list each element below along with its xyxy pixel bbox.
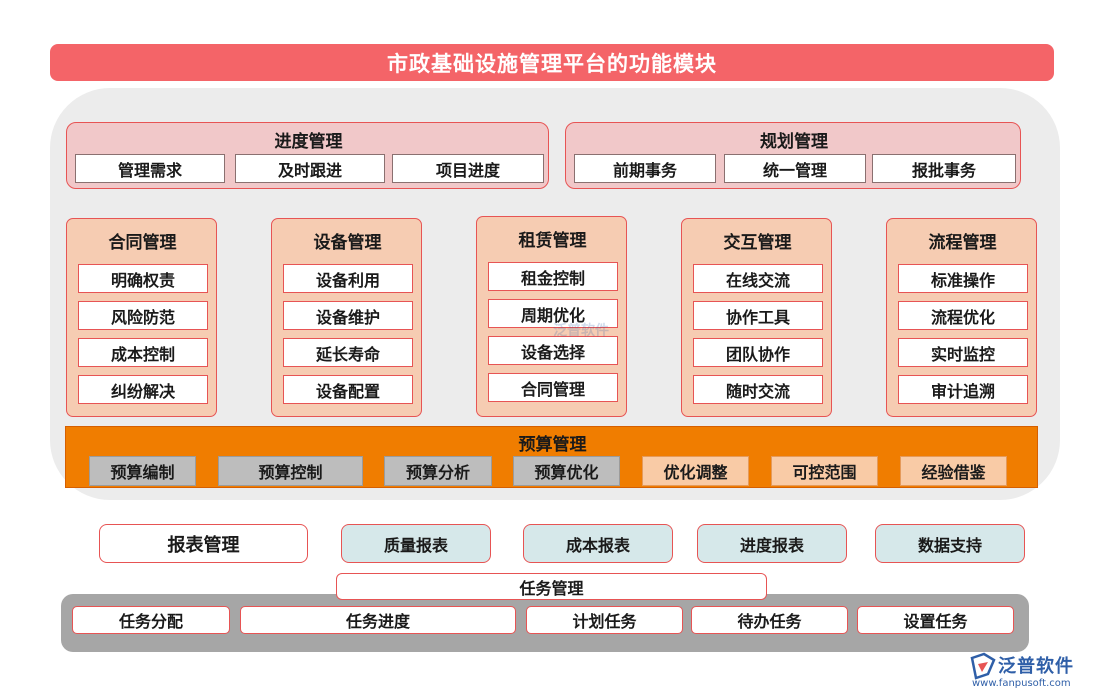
task-item: 任务进度 [240, 606, 516, 634]
planning-management-group: 规划管理 前期事务 统一管理 报批事务 [565, 122, 1021, 189]
budget-item: 优化调整 [642, 456, 749, 486]
report-item: 数据支持 [875, 524, 1025, 563]
contract-management-column: 合同管理 明确权责 风险防范 成本控制 纠纷解决 [66, 218, 217, 417]
equipment-management-column: 设备管理 设备利用 设备维护 延长寿命 设备配置 [271, 218, 422, 417]
progress-item: 项目进度 [392, 154, 544, 183]
planning-item: 报批事务 [872, 154, 1016, 183]
task-item: 计划任务 [526, 606, 683, 634]
column-item: 流程优化 [898, 301, 1028, 330]
planning-management-title: 规划管理 [760, 131, 828, 152]
title-banner: 市政基础设施管理平台的功能模块 [50, 44, 1054, 81]
report-item: 质量报表 [341, 524, 491, 563]
column-item: 风险防范 [78, 301, 208, 330]
brand-logo: 泛普软件 www.fanpusoft.com [968, 652, 1094, 696]
budget-item: 可控范围 [771, 456, 878, 486]
column-item: 标准操作 [898, 264, 1028, 293]
column-item: 合同管理 [488, 373, 618, 402]
progress-item: 管理需求 [75, 154, 225, 183]
budget-item: 预算分析 [384, 456, 492, 486]
column-item: 明确权责 [78, 264, 208, 293]
column-title: 交互管理 [723, 232, 792, 253]
column-item: 设备配置 [283, 375, 413, 404]
budget-item: 预算优化 [513, 456, 620, 486]
budget-item: 预算控制 [218, 456, 363, 486]
task-management-panel: 任务分配 任务进度 计划任务 待办任务 设置任务 [61, 594, 1029, 652]
column-title: 设备管理 [313, 232, 382, 253]
column-title: 合同管理 [108, 232, 177, 253]
column-item: 设备维护 [283, 301, 413, 330]
leasing-management-column: 租赁管理 租金控制 周期优化 设备选择 合同管理 [476, 216, 627, 417]
watermark-text: 泛普软件 [553, 323, 609, 339]
column-title: 流程管理 [928, 232, 997, 253]
task-item: 待办任务 [691, 606, 848, 634]
progress-management-title: 进度管理 [274, 131, 343, 152]
column-item: 协作工具 [693, 301, 823, 330]
column-item: 设备选择 [488, 336, 618, 365]
column-item: 团队协作 [693, 338, 823, 367]
budget-item: 预算编制 [89, 456, 196, 486]
column-item: 周期优化 [488, 299, 618, 328]
brand-mark-icon [970, 652, 996, 680]
task-item: 设置任务 [857, 606, 1014, 634]
column-item: 纠纷解决 [78, 375, 208, 404]
column-item: 成本控制 [78, 338, 208, 367]
report-item: 进度报表 [697, 524, 847, 563]
process-management-column: 流程管理 标准操作 流程优化 实时监控 审计追溯 [886, 218, 1037, 417]
budget-item: 经验借鉴 [900, 456, 1007, 486]
column-item: 随时交流 [693, 375, 823, 404]
column-item: 设备利用 [283, 264, 413, 293]
budget-management-panel: 预算管理 预算编制 预算控制 预算分析 预算优化 优化调整 可控范围 经验借鉴 [65, 426, 1038, 488]
brand-name: 泛普软件 [998, 656, 1074, 677]
column-item: 审计追溯 [898, 375, 1028, 404]
progress-management-group: 进度管理 管理需求 及时跟进 项目进度 [66, 122, 549, 189]
task-item: 任务分配 [72, 606, 230, 634]
interaction-management-column: 交互管理 在线交流 协作工具 团队协作 随时交流 [681, 218, 832, 417]
column-item: 租金控制 [488, 262, 618, 291]
brand-url: www.fanpusoft.com [972, 678, 1071, 689]
column-item: 延长寿命 [283, 338, 413, 367]
planning-item: 前期事务 [574, 154, 716, 183]
progress-item: 及时跟进 [235, 154, 385, 183]
page-title: 市政基础设施管理平台的功能模块 [387, 51, 717, 76]
column-item: 实时监控 [898, 338, 1028, 367]
report-item: 成本报表 [523, 524, 673, 563]
planning-item: 统一管理 [724, 154, 866, 183]
report-management-box: 报表管理 [99, 524, 308, 563]
column-title: 租赁管理 [518, 230, 587, 251]
column-item: 在线交流 [693, 264, 823, 293]
budget-title: 预算管理 [518, 434, 587, 455]
task-management-title: 任务管理 [336, 573, 767, 600]
